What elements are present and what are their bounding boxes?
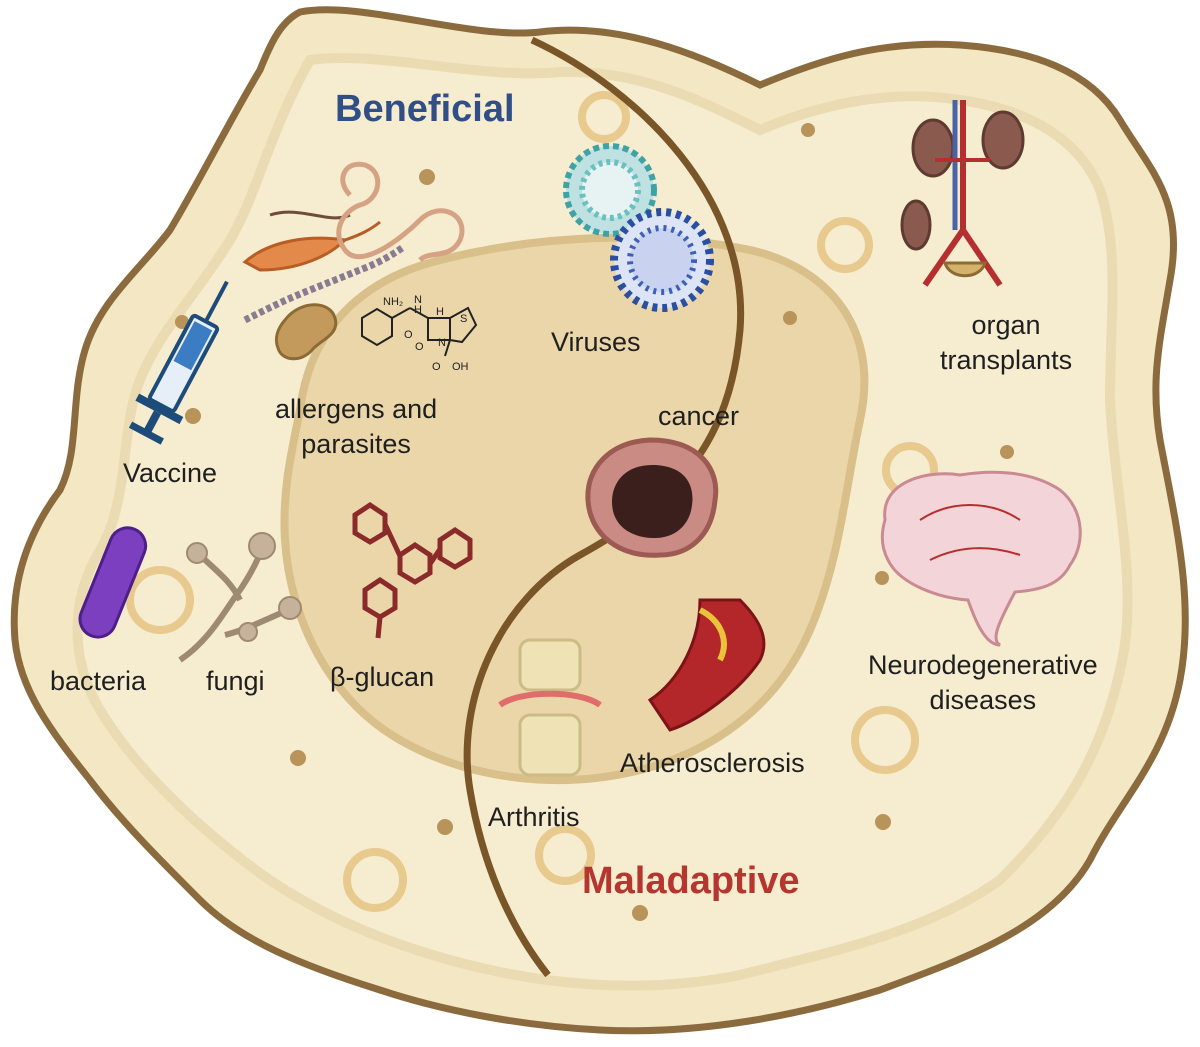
label-atherosclerosis: Atherosclerosis — [620, 748, 805, 778]
molecule-label: N — [414, 294, 422, 306]
kidneys-icon — [900, 100, 1025, 287]
bacterium-icon — [78, 526, 148, 639]
syringe-icon — [128, 280, 229, 445]
peanut-icon — [274, 303, 338, 361]
molecule-labels: NH₂ N H H S O N O O OH — [383, 294, 469, 373]
granules — [175, 123, 1014, 921]
molecule-label: O — [432, 361, 441, 373]
molecule-label: NH₂ — [383, 296, 403, 308]
molecule-label: O — [415, 341, 424, 353]
molecule-label: H — [436, 306, 444, 318]
glucan-icon — [352, 501, 473, 639]
vesicles — [126, 91, 938, 912]
joint-icon — [498, 638, 602, 777]
label-viruses: Viruses — [551, 327, 641, 357]
label-glucan: β-glucan — [330, 662, 435, 692]
label-allergens: allergens and parasites — [275, 394, 438, 460]
label-vaccine: Vaccine — [123, 458, 218, 488]
label-bacteria: bacteria — [50, 666, 147, 696]
molecule-label: O — [404, 329, 413, 341]
fungus-spores — [186, 532, 302, 642]
brain-icon — [880, 470, 1082, 647]
label-fungi: fungi — [206, 666, 265, 696]
cancer-cell-icon — [585, 437, 719, 558]
beneficial-header: Beneficial — [335, 88, 515, 130]
maladaptive-header: Maladaptive — [582, 860, 800, 902]
artery-icon — [647, 598, 766, 732]
molecule-icon — [361, 306, 478, 357]
virus-icon — [563, 143, 714, 312]
molecule-label: OH — [452, 361, 469, 373]
label-arthritis: Arthritis — [488, 802, 580, 832]
molecule-label: S — [460, 313, 467, 325]
label-cancer: cancer — [658, 401, 740, 431]
label-neurodegenerative: Neurodegenerative diseases — [868, 650, 1098, 716]
parasite-icon — [242, 161, 465, 324]
label-organ-transplants: organ transplants — [940, 310, 1073, 376]
molecule-label: H — [414, 304, 422, 316]
molecule-label: N — [438, 337, 446, 349]
